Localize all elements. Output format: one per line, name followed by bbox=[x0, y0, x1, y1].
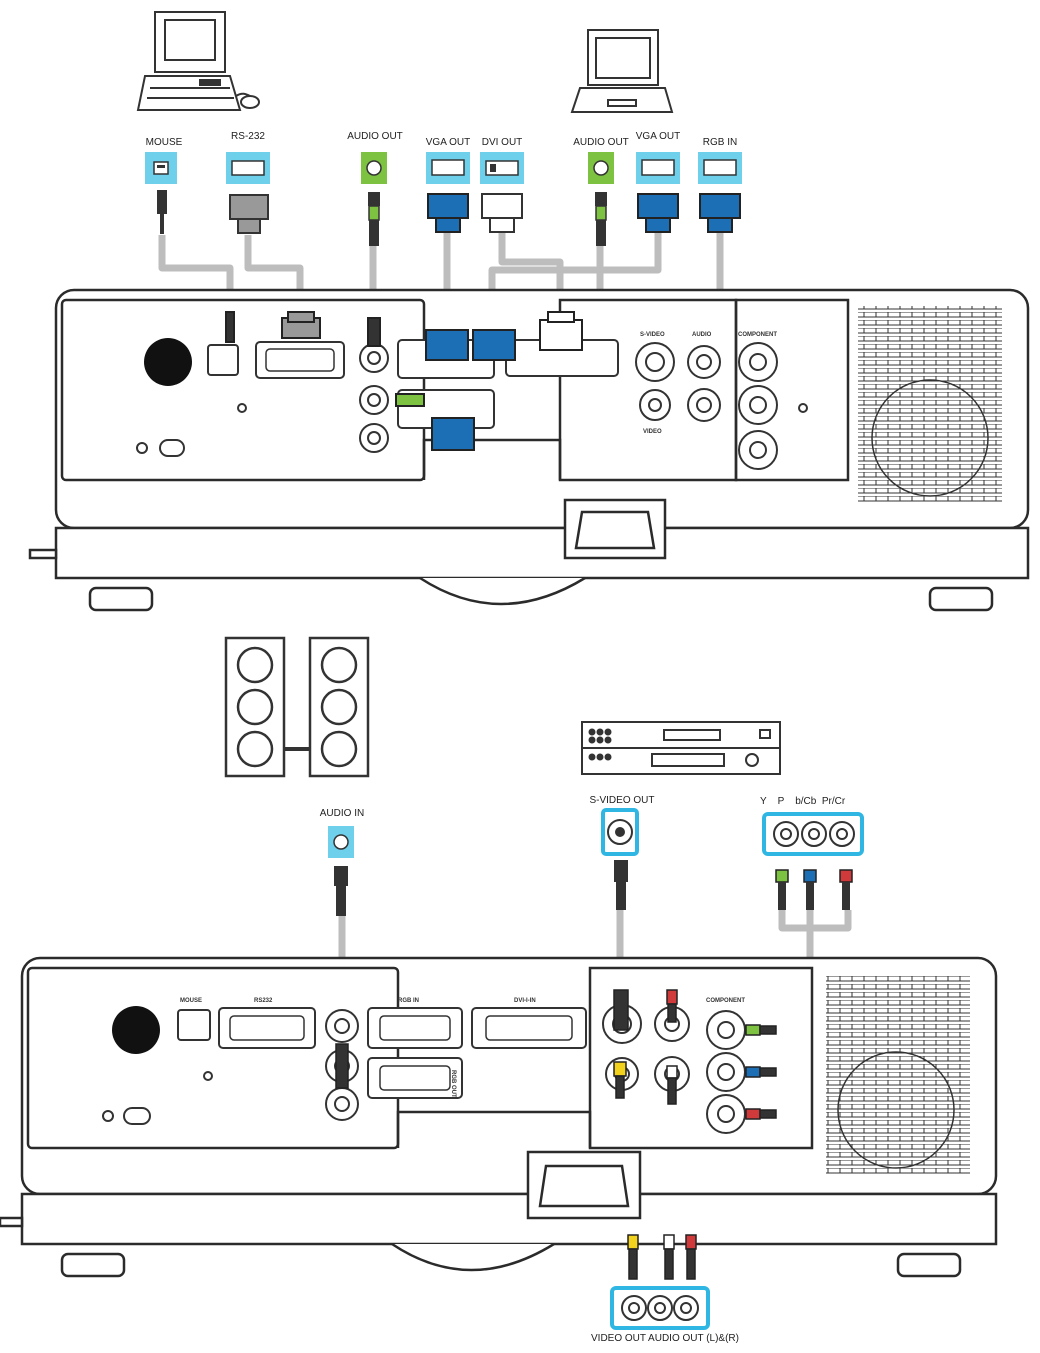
component-header-label: Y P b/Cb Pr/Cr bbox=[760, 796, 846, 807]
dvi-out-icon bbox=[480, 152, 524, 233]
vga-out-laptop-label: VGA OUT bbox=[635, 131, 681, 142]
audio-out-laptop-label: AUDIO OUT bbox=[573, 137, 629, 148]
panel-rgb-in-label-bottom: RGB IN bbox=[398, 998, 419, 1004]
panel-audio-label-top: AUDIO bbox=[692, 332, 712, 338]
projector-bottom bbox=[0, 956, 998, 1278]
audio-in-label: AUDIO IN bbox=[319, 808, 365, 819]
av-out-plugs bbox=[627, 1234, 697, 1280]
kensington-lock-bottom bbox=[102, 1107, 151, 1125]
audio-in-icon bbox=[328, 826, 354, 916]
panel-rgb-out-label-bottom: RGB OUT bbox=[450, 1070, 456, 1098]
speaker-ring-top bbox=[871, 379, 989, 497]
svideo-out-label: S-VIDEO OUT bbox=[589, 795, 655, 806]
screw-top bbox=[237, 403, 247, 413]
desktop-pc-icon bbox=[136, 11, 260, 111]
panel-mouse-port-bottom bbox=[177, 1009, 211, 1041]
audio-out-laptop-icon bbox=[588, 152, 614, 246]
rgb-in-label: RGB IN bbox=[702, 137, 738, 148]
panel-mouse-label-bottom: MOUSE bbox=[180, 998, 202, 1004]
rgb-in-icon bbox=[698, 152, 742, 233]
av-out-icon bbox=[610, 1286, 710, 1330]
mouse-port-icon bbox=[145, 152, 177, 234]
dvd-player-icon bbox=[581, 721, 781, 775]
audio-out-pc-label: AUDIO OUT bbox=[347, 131, 403, 142]
panel-svideo-label-top: S-VIDEO bbox=[640, 332, 665, 338]
speakers-icon bbox=[224, 636, 370, 778]
panel-audio-jacks-bottom bbox=[325, 1009, 359, 1121]
panel-rs232-label-bottom: RS232 bbox=[254, 998, 273, 1004]
audio-out-pc-icon bbox=[361, 152, 387, 246]
laptop-icon bbox=[570, 29, 674, 113]
speaker-grille-bottom bbox=[826, 976, 970, 1176]
panel-dvi-in-label-bottom: DVI-I-IN bbox=[514, 998, 536, 1004]
component-out-icon bbox=[762, 812, 864, 910]
rs232-label: RS-232 bbox=[231, 131, 265, 142]
vga-out-laptop-icon bbox=[636, 152, 680, 233]
vga-out-pc-label: VGA OUT bbox=[425, 137, 471, 148]
svideo-out-icon bbox=[601, 808, 639, 910]
ir-sensor-top bbox=[144, 338, 192, 386]
panel-audio-jacks-top bbox=[359, 343, 389, 453]
speaker-grille-top bbox=[858, 306, 1002, 504]
plugged-connectors-top bbox=[225, 311, 583, 451]
panel-av-top bbox=[635, 342, 808, 470]
panel-mouse-port-top bbox=[207, 344, 239, 376]
panel-component-label-bottom: COMPONENT bbox=[706, 998, 745, 1004]
dvi-out-label: DVI OUT bbox=[481, 137, 523, 148]
screw-bottom bbox=[203, 1071, 213, 1081]
speaker-ring-bottom bbox=[837, 1051, 955, 1169]
mouse-label: MOUSE bbox=[145, 137, 183, 148]
vga-out-pc-icon bbox=[426, 152, 470, 233]
rs232-port-icon bbox=[226, 152, 270, 234]
panel-component-label-top: COMPONENT bbox=[738, 332, 777, 338]
kensington-lock-top bbox=[136, 439, 185, 457]
ir-sensor-bottom bbox=[112, 1006, 160, 1054]
av-out-label: VIDEO OUT AUDIO OUT (L)&(R) bbox=[591, 1333, 739, 1344]
panel-video-label-top: VIDEO bbox=[643, 429, 662, 435]
plugged-connectors-bottom bbox=[335, 989, 777, 1120]
